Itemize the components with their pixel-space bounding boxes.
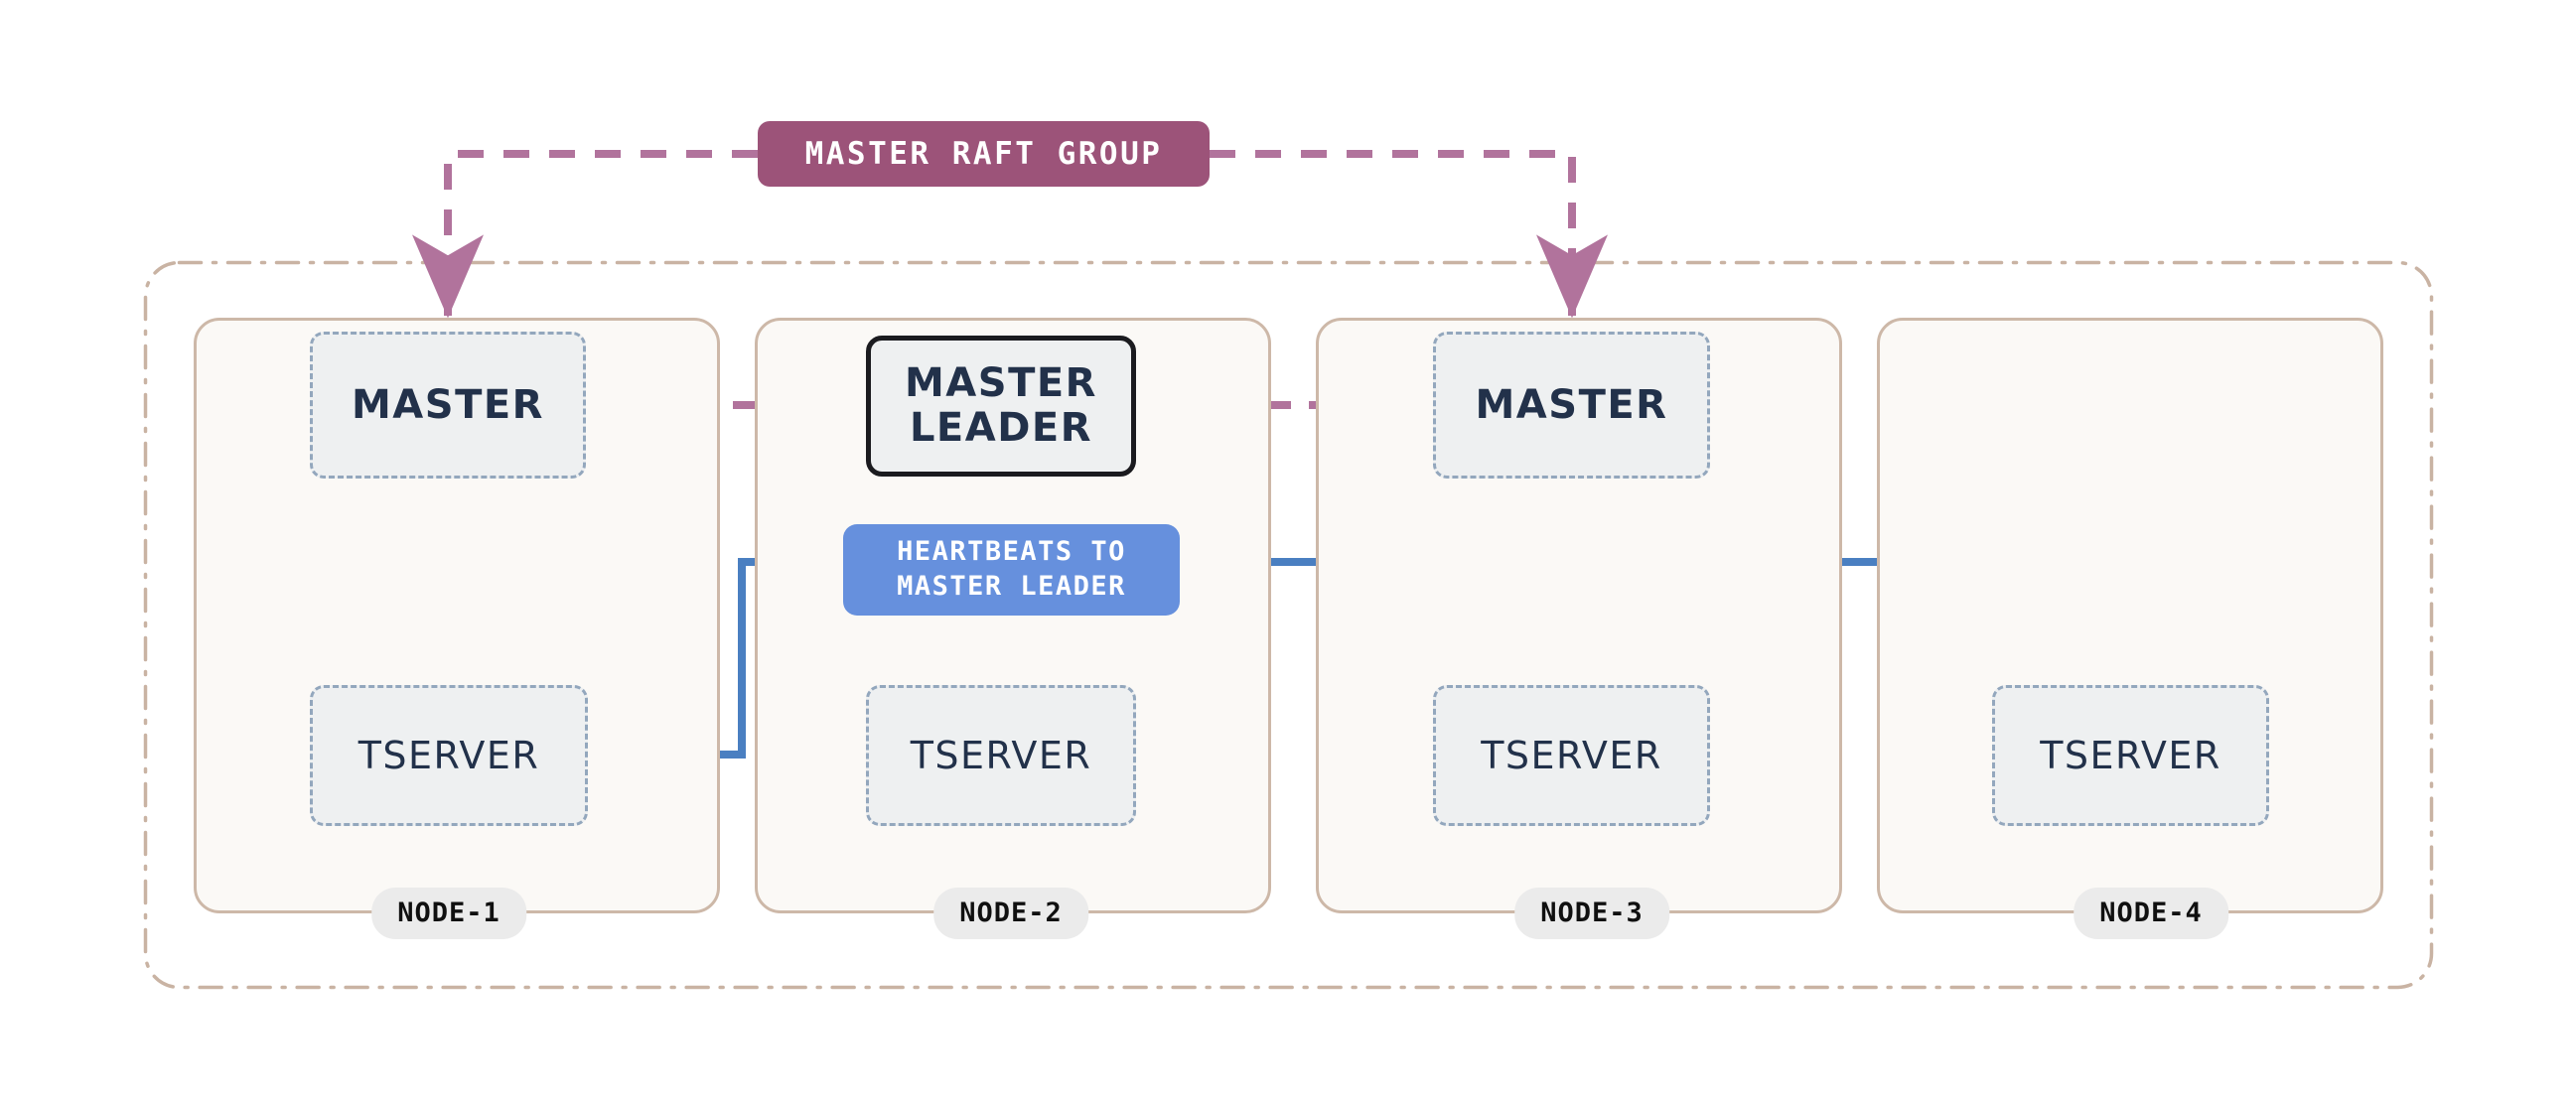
service-label-line2: LEADER: [909, 405, 1093, 451]
service-label: MASTER: [1475, 381, 1668, 428]
service-box-node3-master[interactable]: MASTER: [1433, 332, 1710, 479]
service-box-node1-tserver[interactable]: TSERVER: [310, 685, 588, 826]
heartbeats-badge[interactable]: HEARTBEATS TO MASTER LEADER: [843, 524, 1180, 616]
service-label: TSERVER: [910, 733, 1092, 777]
service-box-node1-master[interactable]: MASTER: [310, 332, 586, 479]
node-label-node-4: NODE-4: [2074, 888, 2228, 939]
service-box-node4-tserver[interactable]: TSERVER: [1992, 685, 2269, 826]
node-label-node-2: NODE-2: [933, 888, 1088, 939]
master-raft-group-badge[interactable]: MASTER RAFT GROUP: [758, 121, 1210, 187]
service-box-node2-master-leader[interactable]: MASTER LEADER: [866, 336, 1136, 477]
master-raft-group-label: MASTER RAFT GROUP: [804, 136, 1163, 172]
service-label: TSERVER: [2040, 733, 2221, 777]
service-box-node2-tserver[interactable]: TSERVER: [866, 685, 1136, 826]
service-label: MASTER: [352, 381, 544, 428]
service-box-node3-tserver[interactable]: TSERVER: [1433, 685, 1710, 826]
edge-raft-to-node1-master: [412, 150, 758, 319]
service-label: TSERVER: [1481, 733, 1662, 777]
node-label-node-1: NODE-1: [371, 888, 526, 939]
heartbeats-label-line1: HEARTBEATS TO: [897, 536, 1126, 568]
service-label: TSERVER: [358, 733, 540, 777]
heartbeats-label-line2: MASTER LEADER: [897, 571, 1126, 602]
node-label-node-3: NODE-3: [1514, 888, 1669, 939]
service-label-line1: MASTER: [905, 360, 1097, 407]
service-label: MASTER LEADER: [905, 361, 1097, 451]
edge-raft-to-node3-master: [1210, 150, 1608, 319]
